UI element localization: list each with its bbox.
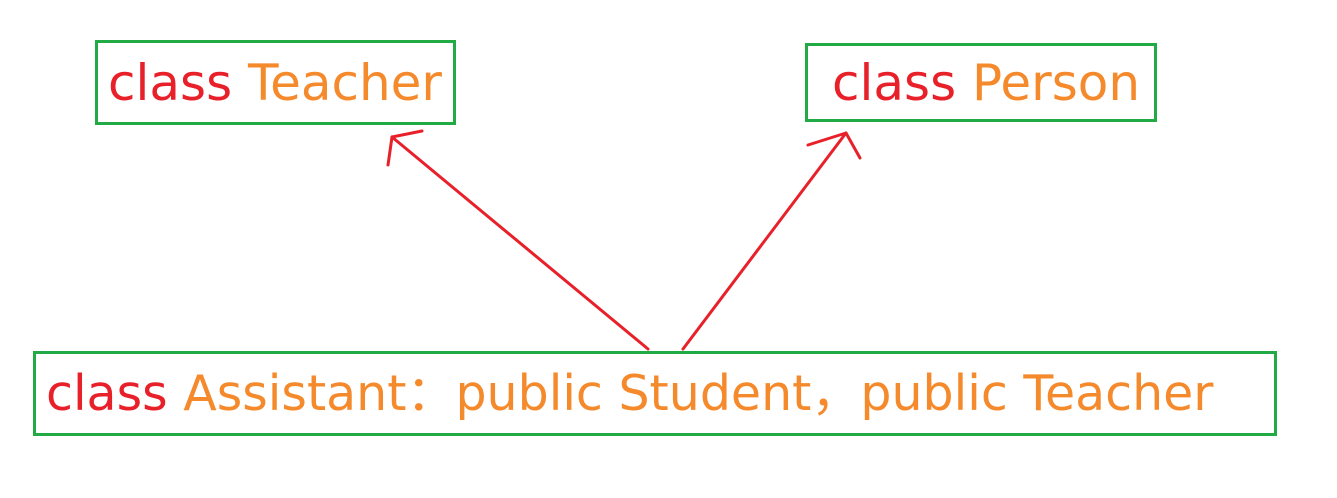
class-name: Teacher xyxy=(248,53,442,112)
class-keyword: class xyxy=(46,365,168,422)
class-assistant-node: class Assistant：public Student，public Te… xyxy=(33,351,1277,436)
class-person-node: class Person xyxy=(805,43,1157,122)
class-teacher-node: class Teacher xyxy=(95,40,456,125)
class-declaration: Assistant：public Student，public Teacher xyxy=(183,365,1214,422)
arrow-assistant-to-teacher xyxy=(386,129,650,351)
class-keyword: class xyxy=(832,53,957,112)
arrow-assistant-to-person xyxy=(681,131,862,351)
class-keyword: class xyxy=(108,53,233,112)
class-name: Person xyxy=(972,53,1141,112)
